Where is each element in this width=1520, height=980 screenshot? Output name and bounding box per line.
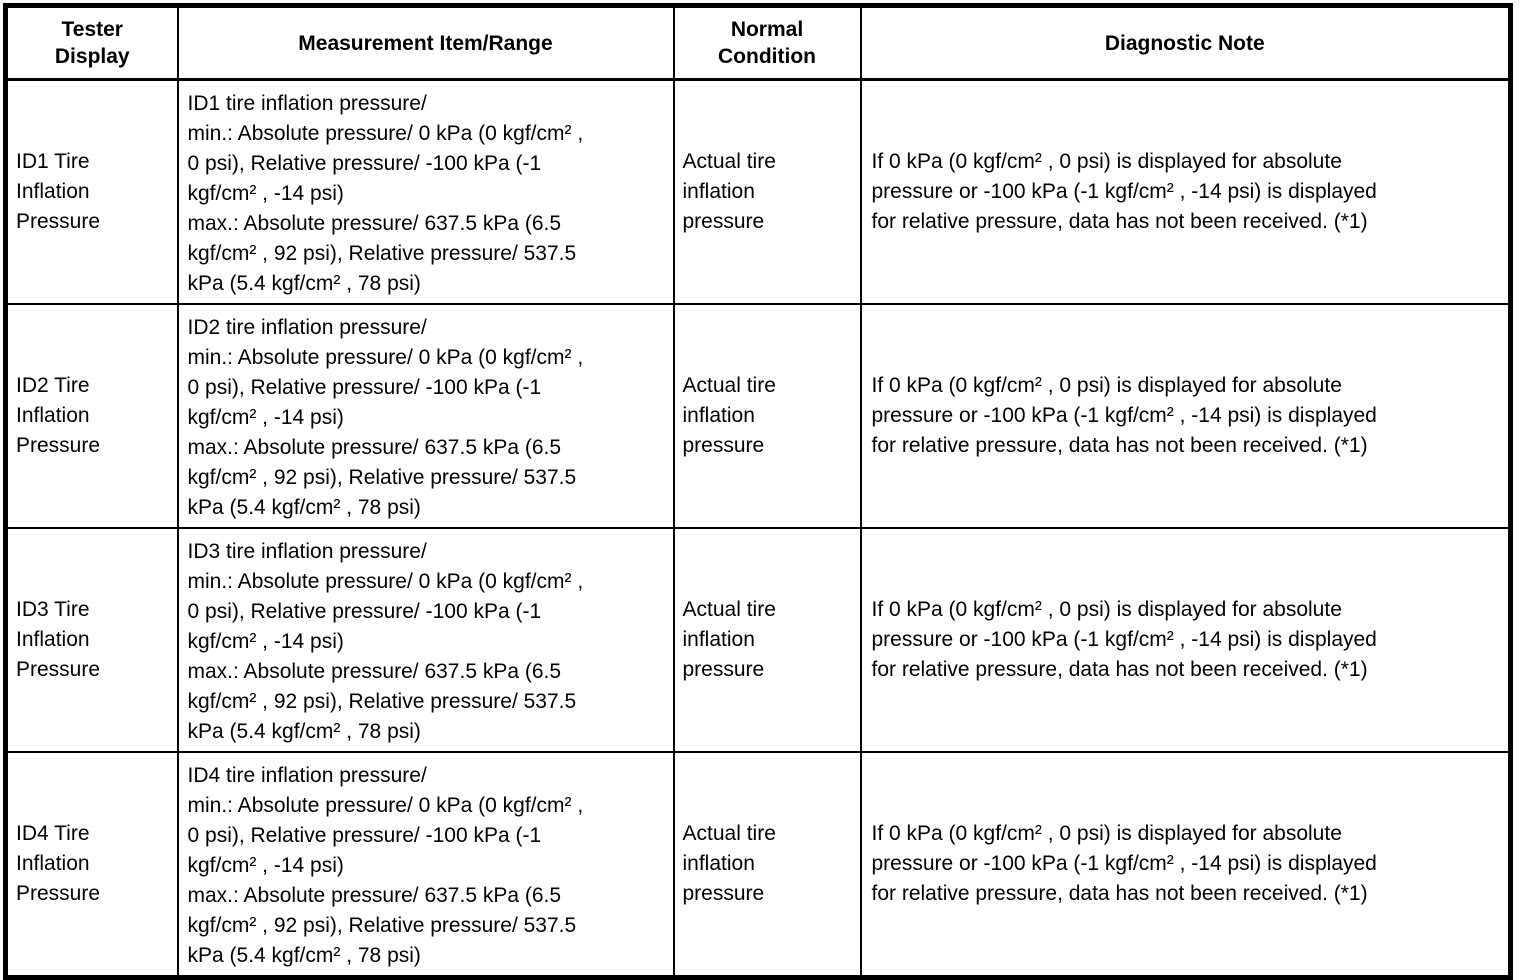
table-row-id3: ID3 Tire Inflation Pressure ID3 tire inf… — [4, 527, 1512, 753]
table-header-row: Tester Display Measurement Item/Range No… — [4, 4, 1512, 81]
table-row-id4: ID4 Tire Inflation Pressure ID4 tire inf… — [4, 751, 1512, 979]
cell-diagnostic-note: If 0 kPa (0 kgf/cm² , 0 psi) is displaye… — [859, 78, 1512, 305]
cell-normal-condition: Actual tire inflation pressure — [672, 527, 862, 753]
cell-normal-condition: Actual tire inflation pressure — [672, 78, 862, 305]
col-header-measurement-item-range: Measurement Item/Range — [176, 4, 675, 81]
cell-tester-display: ID4 Tire Inflation Pressure — [4, 751, 179, 979]
cell-measurement-item-range: ID4 tire inflation pressure/ min.: Absol… — [176, 751, 675, 979]
cell-diagnostic-note: If 0 kPa (0 kgf/cm² , 0 psi) is displaye… — [859, 527, 1512, 753]
table-row-id2: ID2 Tire Inflation Pressure ID2 tire inf… — [4, 303, 1512, 529]
col-header-tester-display: Tester Display — [4, 4, 179, 81]
cell-tester-display: ID3 Tire Inflation Pressure — [4, 527, 179, 753]
cell-normal-condition: Actual tire inflation pressure — [672, 751, 862, 979]
diagnostic-data-table: Tester Display Measurement Item/Range No… — [3, 3, 1513, 980]
cell-tester-display: ID1 Tire Inflation Pressure — [4, 78, 179, 305]
cell-tester-display: ID2 Tire Inflation Pressure — [4, 303, 179, 529]
col-header-normal-condition: Normal Condition — [672, 4, 862, 81]
cell-measurement-item-range: ID1 tire inflation pressure/ min.: Absol… — [176, 78, 675, 305]
cell-measurement-item-range: ID2 tire inflation pressure/ min.: Absol… — [176, 303, 675, 529]
col-header-diagnostic-note: Diagnostic Note — [859, 4, 1512, 81]
cell-diagnostic-note: If 0 kPa (0 kgf/cm² , 0 psi) is displaye… — [859, 751, 1512, 979]
cell-diagnostic-note: If 0 kPa (0 kgf/cm² , 0 psi) is displaye… — [859, 303, 1512, 529]
cell-measurement-item-range: ID3 tire inflation pressure/ min.: Absol… — [176, 527, 675, 753]
cell-normal-condition: Actual tire inflation pressure — [672, 303, 862, 529]
table-row-id1: ID1 Tire Inflation Pressure ID1 tire inf… — [4, 78, 1512, 305]
